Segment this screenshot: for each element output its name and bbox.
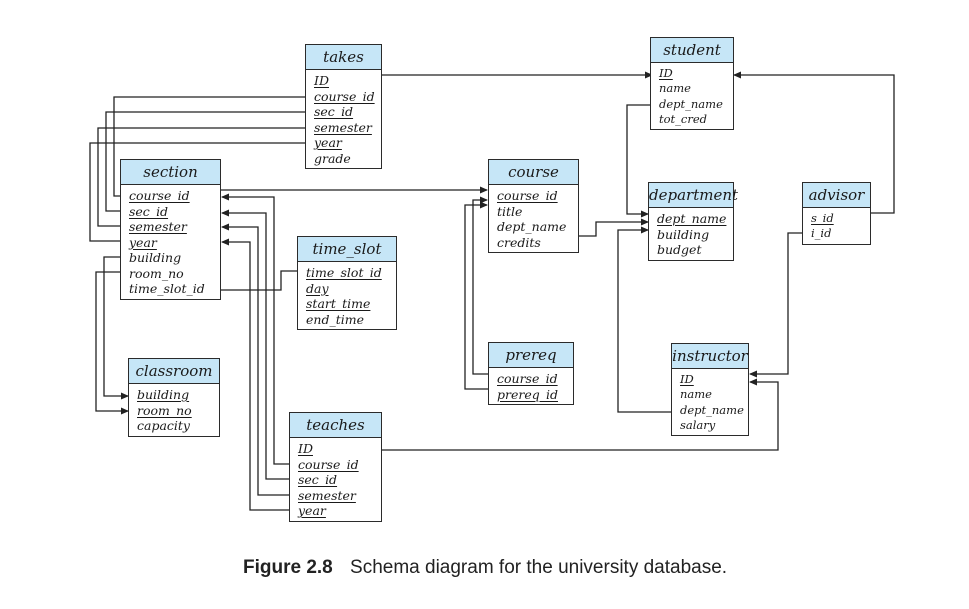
figure-caption: Figure 2.8 Schema diagram for the univer… (243, 557, 727, 579)
figure-number: Figure 2.8 (243, 557, 333, 578)
primary-key-attribute: course_id (129, 188, 190, 203)
fk-takes-secid-section (105, 111, 306, 215)
primary-key-attribute: course_id (314, 88, 375, 104)
primary-key-attribute: ID (680, 372, 694, 386)
primary-key-attribute: prereq_id (497, 386, 558, 402)
primary-key-attribute: sec_id (129, 203, 169, 219)
primary-key-attribute: sec_id (298, 472, 338, 487)
table-header: prereq (489, 343, 573, 368)
primary-key-attribute: semester (298, 487, 356, 503)
primary-key-attribute: semester (129, 219, 187, 234)
fk-prereq-courseid-course (472, 196, 489, 375)
table-header: student (651, 38, 733, 63)
attribute: credits (497, 234, 541, 250)
attribute: capacity (137, 418, 190, 433)
attribute: name (659, 81, 691, 96)
fk-section-timeslot (220, 270, 298, 291)
attribute: title (497, 203, 523, 219)
primary-key-attribute: ID (298, 441, 313, 456)
primary-key-attribute: ID (314, 73, 329, 88)
attribute: salary (680, 417, 716, 432)
fk-takes-year-section (89, 142, 306, 245)
table-header: instructor (672, 344, 748, 369)
table-header: advisor (803, 183, 870, 208)
primary-key-attribute: year (298, 503, 326, 518)
fk-advisor-sid-student (733, 71, 895, 214)
attribute: end_time (306, 311, 364, 327)
table-header: classroom (129, 359, 219, 384)
primary-key-attribute: ID (659, 66, 673, 80)
fk-section-building-classroom (103, 256, 129, 400)
attribute: name (680, 387, 712, 402)
fk-section-roomno-classroom (95, 271, 129, 415)
table-header: teaches (290, 413, 381, 438)
primary-key-attribute: day (306, 280, 329, 296)
attribute: time_slot_id (129, 281, 205, 296)
primary-key-attribute: course_id (497, 371, 558, 386)
figure-caption-text: Schema diagram for the university databa… (350, 557, 728, 578)
attribute: building (657, 226, 710, 242)
fk-teaches-semester-section (221, 223, 290, 496)
attribute: tot_cred (659, 111, 708, 126)
fk-takes-semester-section (97, 127, 306, 230)
primary-key-attribute: room_no (137, 402, 192, 418)
table-header: time_slot (298, 237, 396, 262)
primary-key-attribute: dept_name (657, 211, 727, 226)
primary-key-attribute: building (137, 387, 190, 402)
attribute: budget (657, 242, 702, 257)
fk-advisor-iid-instructor (749, 232, 803, 378)
primary-key-attribute: course_id (497, 188, 558, 203)
primary-key-attribute: semester (314, 119, 372, 135)
fk-teaches-secid-section (221, 209, 290, 480)
table-header: section (121, 160, 220, 185)
primary-key-attribute: time_slot_id (306, 265, 382, 280)
attribute: i_id (811, 226, 832, 241)
primary-key-attribute: course_id (298, 456, 359, 472)
attribute: room_no (129, 265, 184, 281)
fk-prereq-prereqid-course (464, 201, 489, 390)
table-header: course (489, 160, 578, 185)
fk-teaches-instructor (381, 378, 779, 451)
attribute: dept_name (680, 402, 744, 417)
fk-student-department (626, 104, 652, 218)
primary-key-attribute: year (129, 234, 157, 250)
attribute: dept_name (497, 219, 567, 234)
table-header: takes (306, 45, 381, 70)
fk-course-department (578, 218, 649, 237)
primary-key-attribute: year (314, 135, 342, 150)
attribute: grade (314, 150, 351, 166)
primary-key-attribute: sec_id (314, 104, 354, 119)
attribute: building (129, 250, 182, 265)
attribute: dept_name (659, 96, 723, 111)
fk-instructor-department (617, 226, 672, 413)
fk-teaches-year-section (221, 238, 290, 511)
fk-teaches-course-section (221, 193, 290, 465)
primary-key-attribute: start_time (306, 296, 371, 311)
table-header: department (649, 183, 738, 208)
primary-key-attribute: s_id (811, 211, 834, 225)
